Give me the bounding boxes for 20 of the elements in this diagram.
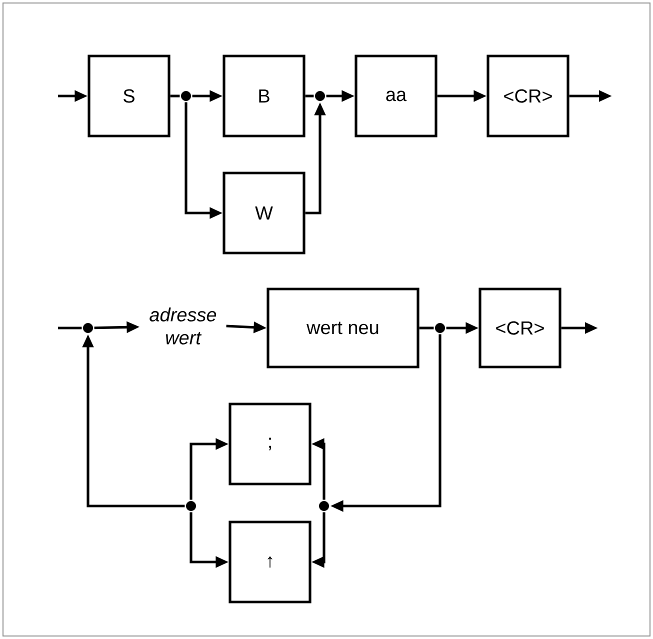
- junction-dot: [186, 501, 196, 511]
- syntax-box: <CR>: [478, 288, 562, 368]
- junction-dot: [319, 501, 329, 511]
- connector-line: [419, 326, 434, 330]
- connector-line: [170, 94, 180, 98]
- junction-dot: [83, 323, 93, 333]
- syntax-term: adresse wert: [150, 308, 216, 344]
- syntax-box: wert neu: [266, 288, 420, 368]
- syntax-box: ↑: [228, 520, 312, 604]
- connector-line: [58, 326, 82, 330]
- junction-dot: [315, 91, 325, 101]
- syntax-box: S: [88, 54, 170, 138]
- syntax-box: B: [222, 54, 306, 138]
- junction-dot: [181, 91, 191, 101]
- syntax-box: W: [222, 172, 306, 254]
- syntax-box: ;: [228, 402, 312, 486]
- junction-dot: [435, 323, 445, 333]
- syntax-box: aa: [354, 54, 438, 138]
- syntax-box: <CR>: [486, 54, 570, 138]
- connector-line: [305, 94, 314, 98]
